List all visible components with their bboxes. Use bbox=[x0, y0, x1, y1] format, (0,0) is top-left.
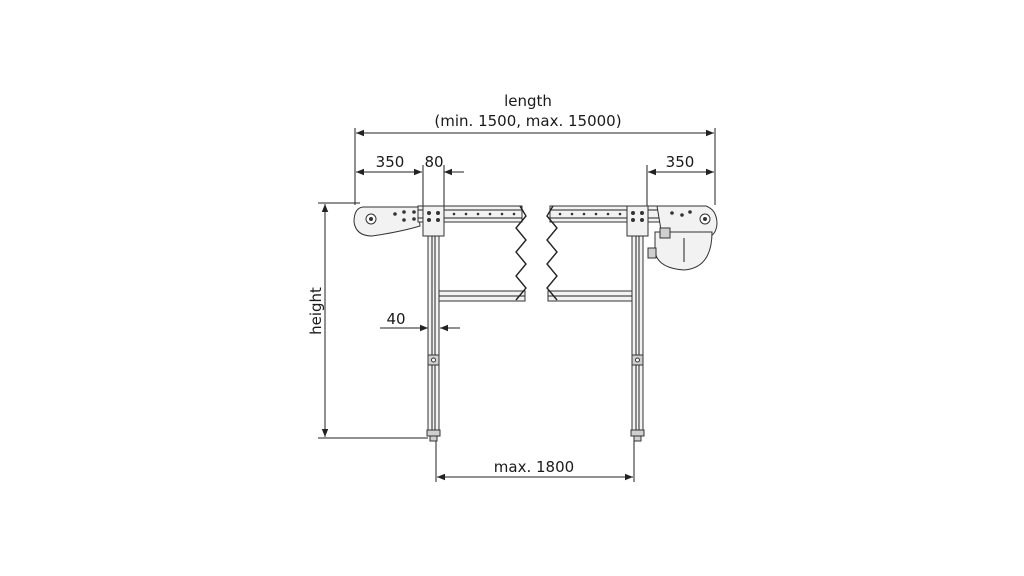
left-conveyor-section bbox=[353, 205, 527, 442]
leg-width-value: 40 bbox=[386, 310, 405, 328]
max-span-value: max. 1800 bbox=[494, 458, 574, 476]
right-overhang-value: 350 bbox=[666, 153, 695, 171]
height-dimension: height bbox=[307, 202, 428, 439]
right-leg bbox=[631, 235, 644, 431]
length-range-label: (min. 1500, max. 15000) bbox=[434, 112, 621, 130]
left-end-drum bbox=[353, 206, 421, 237]
left-overhang-dimension: 350 80 bbox=[356, 153, 464, 208]
left-leg-offset-value: 80 bbox=[424, 153, 443, 171]
right-break-line bbox=[546, 205, 558, 301]
length-dimension: length (min. 1500, max. 15000) bbox=[354, 92, 716, 205]
height-label: height bbox=[307, 287, 325, 335]
left-leg bbox=[427, 235, 440, 431]
left-leg-foot bbox=[426, 429, 441, 437]
right-leg-foot bbox=[630, 429, 645, 437]
max-span-dimension: max. 1800 bbox=[435, 440, 635, 482]
left-leg-bracket bbox=[422, 205, 445, 237]
length-label: length bbox=[504, 92, 552, 110]
right-conveyor-section bbox=[546, 205, 718, 442]
leg-width-dimension: 40 bbox=[380, 310, 460, 332]
left-overhang-value: 350 bbox=[376, 153, 405, 171]
left-break-line bbox=[515, 205, 527, 301]
right-overhang-dimension: 350 bbox=[646, 153, 714, 210]
right-leg-bracket bbox=[626, 205, 649, 237]
motor-terminal bbox=[659, 227, 671, 239]
